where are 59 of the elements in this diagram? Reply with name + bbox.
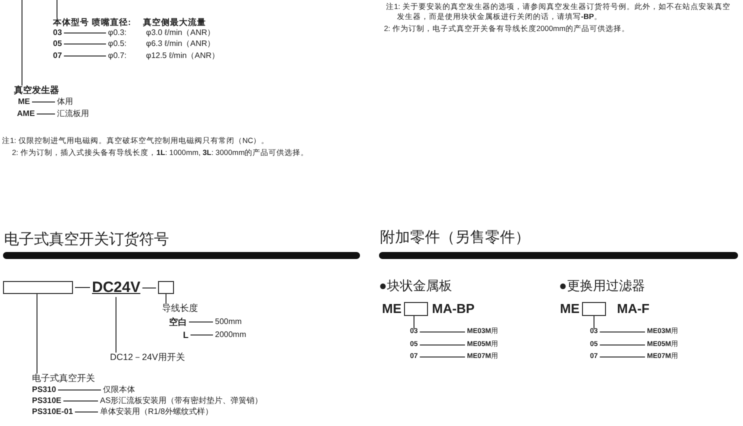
code-label: PS310 xyxy=(32,385,56,395)
connector-line xyxy=(56,0,58,18)
code-label: DC24V xyxy=(92,279,140,297)
flow-value: φ6.3 ℓ/min（ANR） xyxy=(146,39,216,49)
connector-line xyxy=(32,101,56,102)
code-box xyxy=(158,281,174,294)
code-label: 空白 xyxy=(169,316,187,328)
value-label: 体用 xyxy=(57,97,73,107)
code-box xyxy=(582,302,606,316)
value-label: 2000mm xyxy=(215,330,246,340)
value-label: DC12－24V用开关 xyxy=(110,352,186,362)
column-heading: 喷嘴直径: xyxy=(92,16,131,28)
code-label: 05 xyxy=(53,39,62,49)
connector-line xyxy=(190,334,214,336)
value-label: φ0.7: xyxy=(108,51,127,61)
flow-value: φ3.0 ℓ/min（ANR） xyxy=(146,28,216,38)
flow-value: φ12.5 ℓ/min（ANR） xyxy=(146,51,220,61)
connector-line xyxy=(63,32,106,34)
field-heading: 本体型号 xyxy=(53,16,89,28)
connector-line xyxy=(419,344,466,346)
connector-line xyxy=(36,113,56,114)
code-label: MA-F xyxy=(617,301,650,317)
code-label: L xyxy=(183,330,188,340)
connector-line xyxy=(419,356,466,358)
value-label: 汇流板用 xyxy=(57,109,89,119)
code-box xyxy=(3,281,73,294)
value-label: φ0.5: xyxy=(108,39,127,49)
value-label: φ0.3: xyxy=(108,28,127,38)
code-label: ME xyxy=(18,97,30,107)
connector-line xyxy=(74,287,90,288)
field-heading: 真空发生器 xyxy=(14,84,59,96)
value-label: AS形汇流板安装用（带有密封垫片、弹簧销） xyxy=(100,396,263,406)
field-heading: 导线长度 xyxy=(162,302,198,314)
connector-line xyxy=(74,411,98,412)
connector-line xyxy=(599,344,646,346)
connector-line xyxy=(63,55,106,56)
code-label: 07 xyxy=(53,51,62,61)
code-label: AME xyxy=(17,109,35,119)
value-label: 单体安装用（R1/8外螺纹式样） xyxy=(100,407,213,417)
code-label: PS310E xyxy=(32,396,62,406)
connector-line xyxy=(63,43,106,44)
section-heading: 附加零件（另售零件） xyxy=(380,229,530,247)
field-heading: 电子式真空开关 xyxy=(32,372,95,384)
code-label: ME xyxy=(382,301,402,317)
part-heading: ●块状金属板 xyxy=(379,278,452,294)
connector-line xyxy=(599,356,646,358)
code-label: MA-BP xyxy=(432,301,475,317)
value-label: 500mm xyxy=(215,317,242,327)
code-box xyxy=(404,302,428,316)
part-heading: ●更换用过滤器 xyxy=(559,278,645,294)
connector-line xyxy=(58,389,102,390)
section-heading: 电子式真空开关订货符号 xyxy=(4,231,169,249)
column-heading: 真空侧最大流量 xyxy=(143,16,206,28)
connector-line xyxy=(36,294,38,374)
code-label: 03 xyxy=(53,28,62,38)
value-label: 仅限本体 xyxy=(103,385,135,395)
code-label: PS310E-01 xyxy=(32,407,73,417)
connector-line xyxy=(62,400,98,402)
code-label: ME xyxy=(560,301,580,317)
